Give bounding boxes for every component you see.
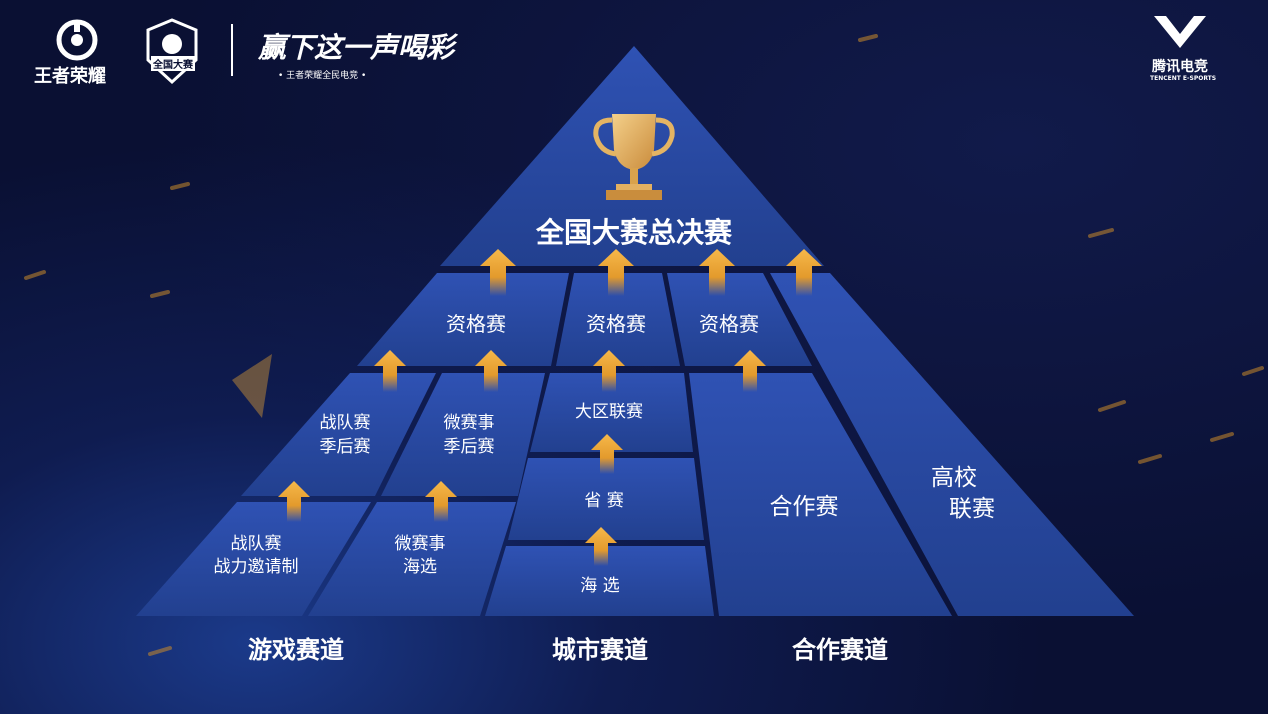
arrow-up-icon [480, 249, 516, 296]
game-logo-text: 王者荣耀 [34, 66, 106, 87]
arrow-up-icon [475, 350, 507, 392]
arrow-up-icon [585, 527, 617, 566]
background-streaks [24, 34, 1264, 656]
track-label-city: 城市赛道 [552, 636, 648, 664]
arrow-up-icon [699, 249, 735, 296]
qualifier-label-1: 资格赛 [446, 312, 506, 336]
game-lower-label-1: 战队赛战力邀请制 [214, 533, 299, 577]
header-divider [231, 24, 233, 76]
trophy-icon [593, 114, 675, 200]
arrow-up-icon [425, 481, 457, 522]
city-panel-bottom [485, 546, 714, 616]
qualifier-panel-1 [357, 273, 569, 366]
track-label-partner: 合作赛道 [792, 636, 888, 664]
partner-label: 合作赛 [770, 494, 839, 520]
apex-label: 全国大赛总决赛 [535, 216, 733, 249]
qualifier-label-2: 资格赛 [586, 312, 646, 336]
arrow-up-icon [786, 249, 822, 296]
brand-v-icon [1154, 16, 1206, 48]
arrow-up-icon [598, 249, 634, 296]
city-label-bottom: 海 选 [580, 576, 619, 596]
college-panel [770, 273, 1134, 616]
game-lower-panel-2 [308, 502, 516, 616]
qualifier-panel-3 [667, 273, 812, 366]
track-label-game: 游戏赛道 [248, 636, 344, 664]
game-logo: 王者荣耀 [34, 18, 120, 87]
partner-panel [689, 373, 952, 616]
game-upper-label-2: 微赛事季后赛 [444, 412, 495, 457]
slogan-sub: • 王者荣耀全民电竞 • [278, 71, 367, 81]
brand-text: 腾讯电竞 [1152, 59, 1208, 75]
game-upper-panel-2 [381, 373, 545, 496]
event-badge: 全国大赛 [142, 16, 202, 86]
arrow-up-icon [374, 350, 406, 392]
brand-sub: TENCENT E-SPORTS [1150, 75, 1217, 82]
arrow-up-icon [591, 434, 623, 474]
game-upper-panel-1 [241, 373, 436, 496]
game-upper-label-1: 战队赛季后赛 [320, 412, 371, 457]
arrow-up-icon [734, 350, 766, 392]
city-label-top: 大区联赛 [575, 401, 643, 422]
game-lower-label-2: 微赛事海选 [395, 533, 446, 577]
game-logo-emblem [56, 19, 98, 61]
slogan: 赢下这一声喝彩 [258, 31, 455, 64]
college-label: 高校联赛 [931, 465, 995, 522]
brand-logo: 腾讯电竞 TENCENT E-SPORTS [1148, 14, 1216, 84]
game-lower-panel-1 [136, 502, 371, 616]
city-panel-top [530, 373, 693, 452]
arrow-up-icon [593, 350, 625, 392]
qualifier-panel-2 [556, 273, 680, 366]
city-panel-mid [508, 458, 704, 540]
city-label-mid: 省 赛 [584, 490, 623, 511]
qualifier-label-3: 资格赛 [699, 312, 759, 336]
background-blur-shape [232, 354, 272, 418]
arrow-up-icon [278, 481, 310, 522]
event-badge-text: 全国大赛 [151, 56, 195, 71]
upward-arrows [278, 249, 822, 566]
